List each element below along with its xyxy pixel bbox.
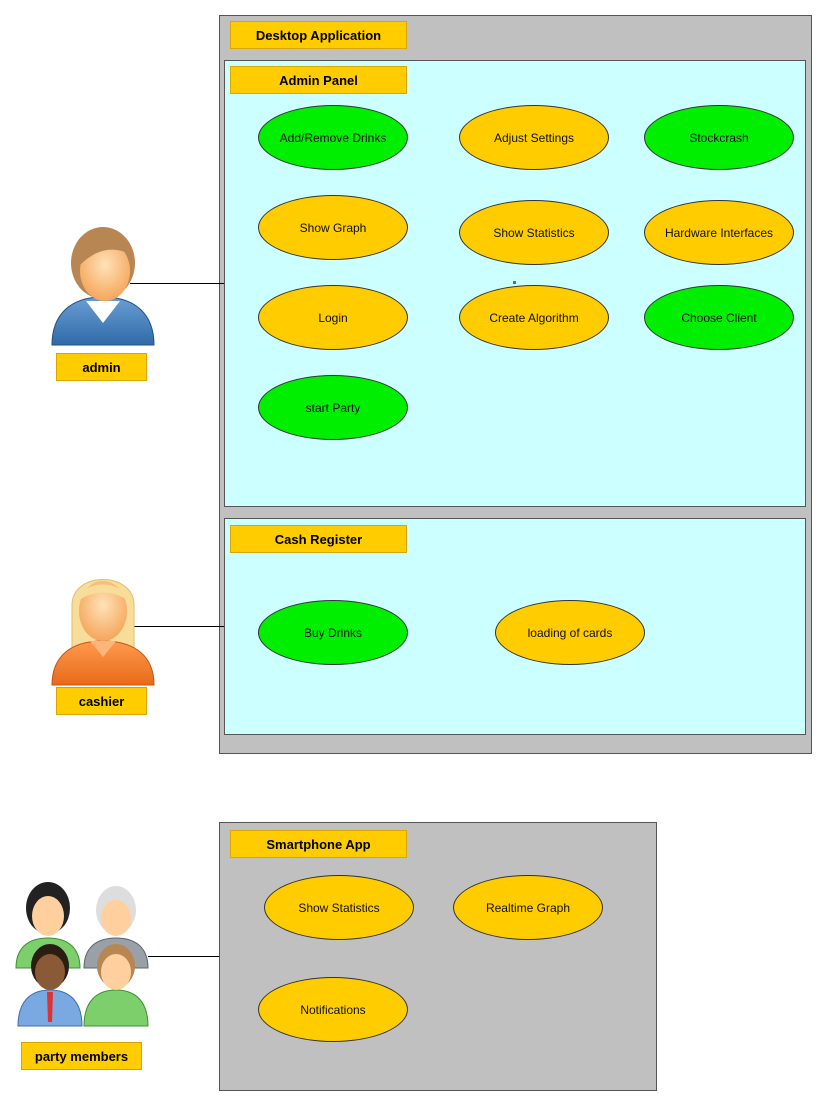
party-members-actor[interactable]	[14, 882, 152, 1028]
use-case-stockcrash[interactable]: Stockcrash	[644, 105, 794, 170]
use-case-add-remove-drinks[interactable]: Add/Remove Drinks	[258, 105, 408, 170]
use-case-choose-client[interactable]: Choose Client	[644, 285, 794, 350]
group-people-icon	[15, 882, 149, 1027]
admin-panel-title: Admin Panel	[230, 66, 407, 94]
small-marker	[513, 281, 516, 284]
admin-actor[interactable]	[50, 225, 156, 347]
desktop-application-title: Desktop Application	[230, 21, 407, 49]
use-case-create-algorithm[interactable]: Create Algorithm	[459, 285, 609, 350]
use-case-show-statistics-admin[interactable]: Show Statistics	[459, 200, 609, 265]
smartphone-app-title: Smartphone App	[230, 830, 407, 858]
use-case-notifications[interactable]: Notifications	[258, 977, 408, 1042]
admin-person-icon	[51, 227, 155, 346]
use-case-buy-drinks[interactable]: Buy Drinks	[258, 600, 408, 665]
use-case-realtime-graph[interactable]: Realtime Graph	[453, 875, 603, 940]
admin-actor-label: admin	[56, 353, 147, 381]
smartphone-app-boundary	[219, 822, 657, 1091]
cashier-actor[interactable]	[50, 565, 156, 687]
use-case-start-party[interactable]: start Party	[258, 375, 408, 440]
cashier-actor-label: cashier	[56, 687, 147, 715]
use-case-show-graph[interactable]: Show Graph	[258, 195, 408, 260]
association-admin	[130, 283, 224, 284]
use-case-login[interactable]: Login	[258, 285, 408, 350]
use-case-show-statistics-smartphone[interactable]: Show Statistics	[264, 875, 414, 940]
cashier-person-icon	[51, 579, 155, 686]
use-case-hardware-interfaces[interactable]: Hardware Interfaces	[644, 200, 794, 265]
association-party-members	[148, 956, 219, 957]
association-cashier	[133, 626, 224, 627]
use-case-loading-of-cards[interactable]: loading of cards	[495, 600, 645, 665]
cash-register-title: Cash Register	[230, 525, 407, 553]
use-case-adjust-settings[interactable]: Adjust Settings	[459, 105, 609, 170]
party-members-actor-label: party members	[21, 1042, 142, 1070]
